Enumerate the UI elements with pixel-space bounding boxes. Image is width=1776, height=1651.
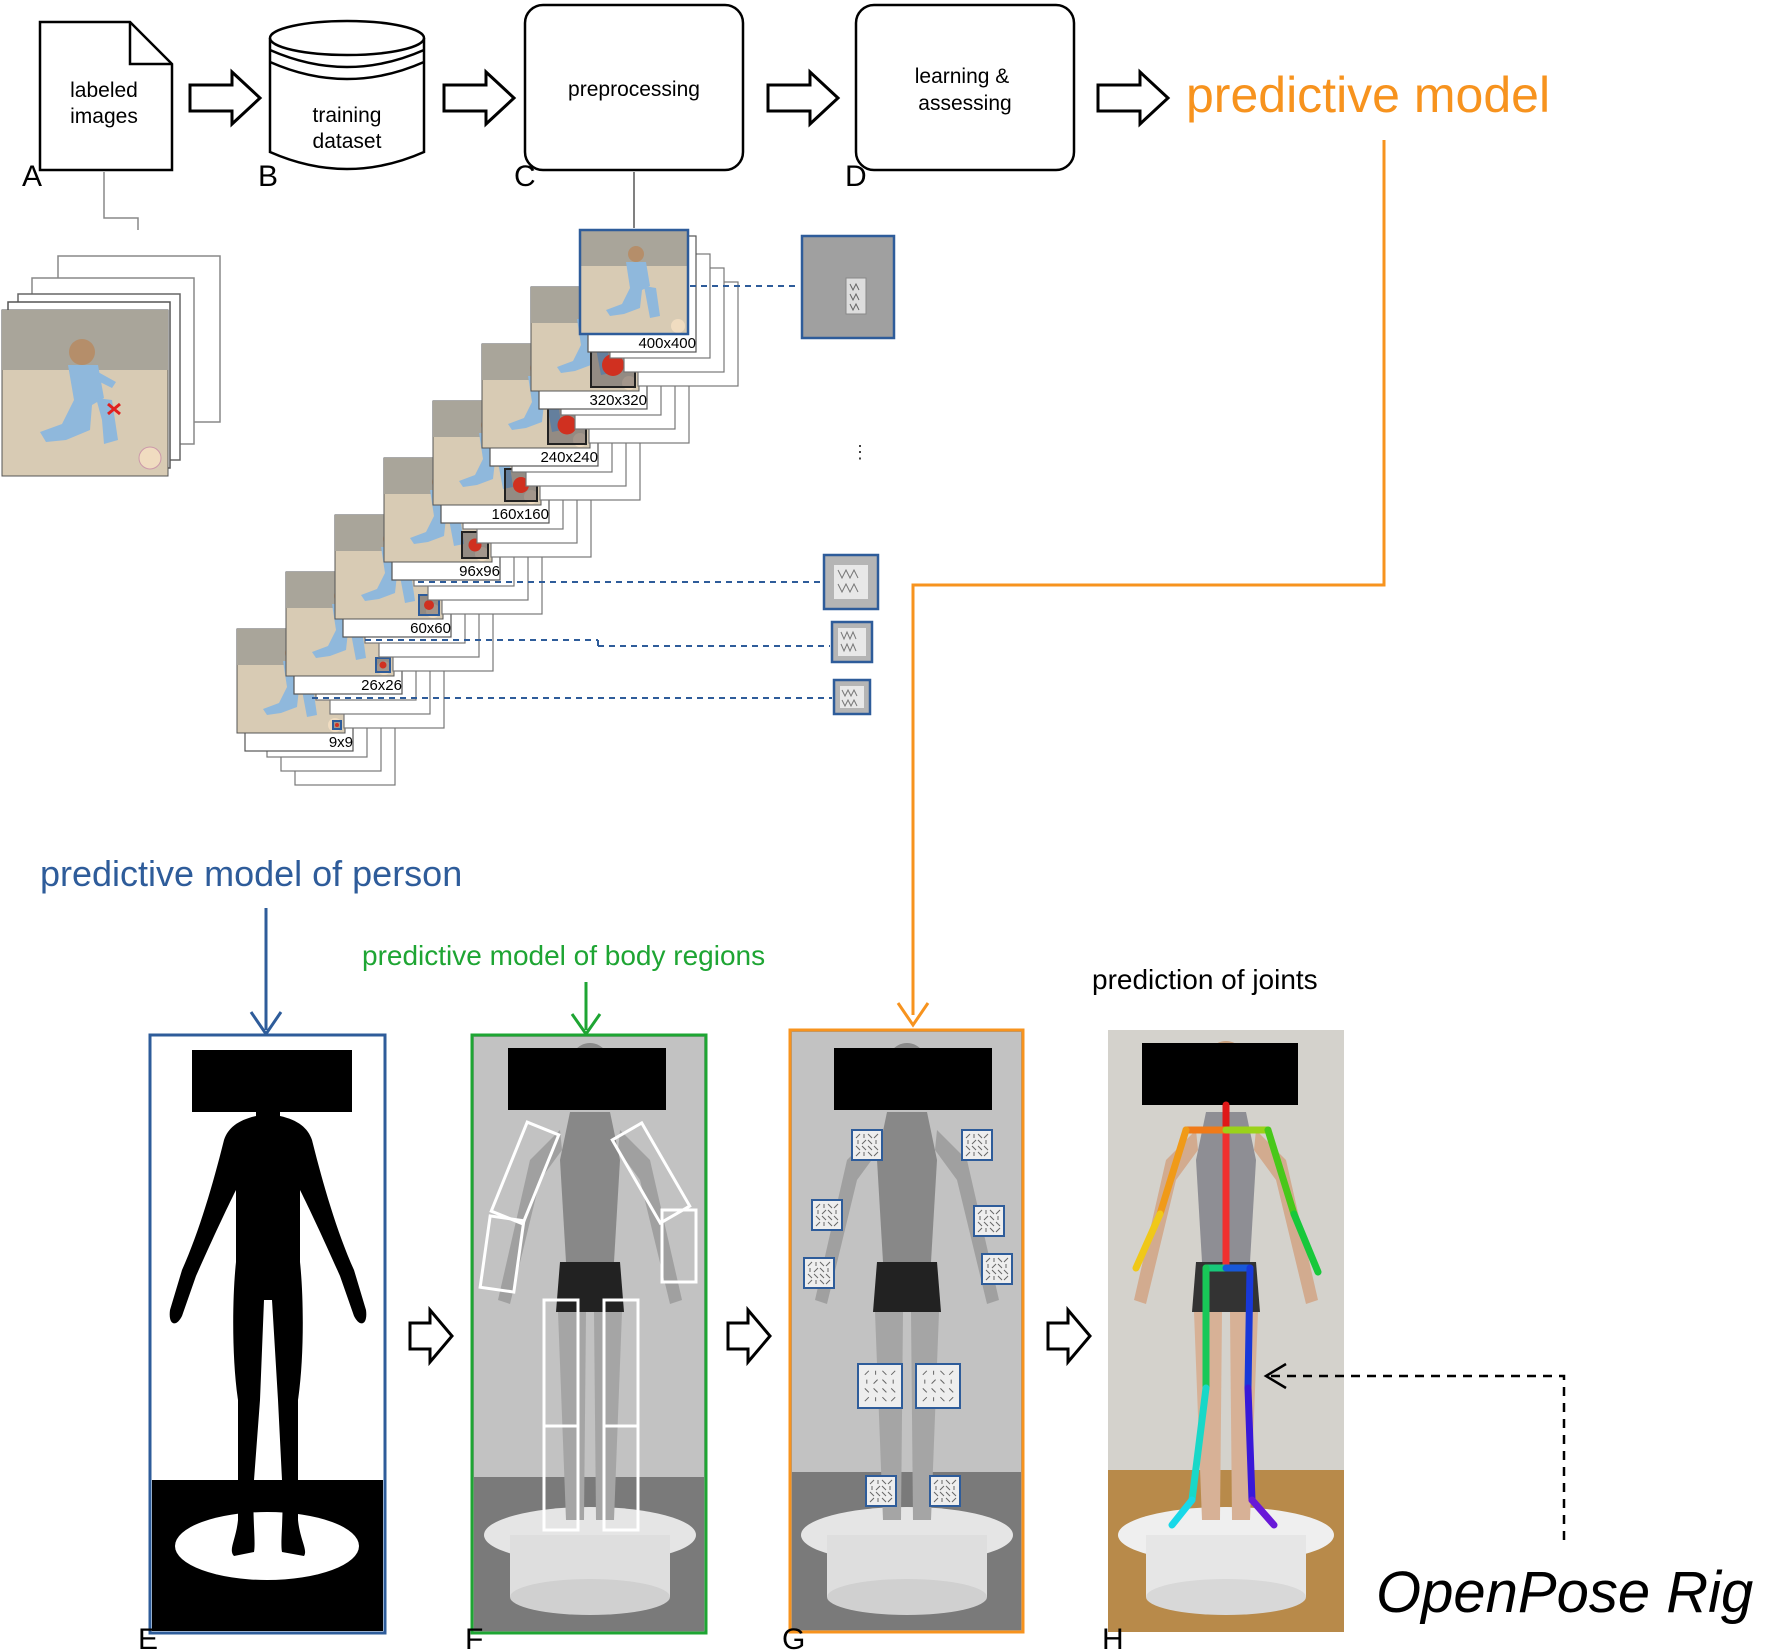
- labeled-images-line1: labeled: [70, 79, 138, 102]
- preprocessing-node: preprocessing C: [514, 3, 745, 193]
- learning-node: learning & assessing D: [845, 3, 1076, 193]
- joints-title: prediction of joints: [1092, 964, 1318, 995]
- hollow-arrow-ef: [408, 1305, 454, 1367]
- hollow-arrow-fg: [726, 1305, 772, 1367]
- hog-patch: [929, 1475, 961, 1507]
- ellipsis: ⋮: [851, 442, 869, 462]
- label-b: B: [258, 160, 278, 193]
- scale-label: 400x400: [638, 335, 696, 352]
- training-dataset-line1: training: [313, 104, 382, 127]
- openpose-dashed-connector: [1270, 1374, 1566, 1540]
- g-patch-group: [803, 1129, 1013, 1507]
- hog-patch: [857, 1363, 903, 1409]
- scale-label: 60x60: [410, 620, 451, 637]
- predictive-model-title: predictive model: [1186, 67, 1550, 123]
- panel-h-joints: H: [1102, 1030, 1344, 1651]
- feature-patch-60: [365, 620, 874, 664]
- labeled-images-line2: images: [70, 105, 138, 128]
- scale-label: 240x240: [540, 449, 598, 466]
- scale-label: 9x9: [329, 734, 353, 751]
- training-dataset-node: training dataset B: [258, 19, 426, 193]
- skeleton: [1132, 1101, 1322, 1529]
- hollow-arrow-ab: [188, 68, 263, 128]
- hog-patch: [973, 1205, 1005, 1237]
- hollow-arrow-bc: [442, 68, 517, 128]
- person-model-title: predictive model of person: [40, 853, 462, 894]
- person-silhouette: [169, 1050, 367, 1556]
- scale-layer: 400x400: [578, 228, 739, 387]
- openpose-label: OpenPose Rig: [1376, 1560, 1753, 1625]
- scale-label: 320x320: [589, 392, 647, 409]
- labeled-image-stack: [1, 172, 221, 477]
- label-h: H: [1102, 1623, 1124, 1651]
- feature-patch-400: [690, 234, 896, 340]
- hollow-arrow-cd: [766, 68, 841, 128]
- label-g: G: [782, 1623, 805, 1651]
- hog-patch: [851, 1129, 883, 1161]
- scale-label: 160x160: [491, 506, 549, 523]
- hog-patch: [961, 1129, 993, 1161]
- scale-label: 96x96: [459, 563, 500, 580]
- hollow-arrow-d-model: [1096, 68, 1171, 128]
- orange-connector: [911, 140, 1386, 1015]
- panel-e-silhouette: E: [138, 1033, 387, 1651]
- scale-pyramid: 9x9 26x26 60x60 96x96 160x160 240x240 320x320 4…: [236, 228, 739, 786]
- label-f: F: [465, 1623, 483, 1651]
- body-regions-title: predictive model of body regions: [362, 940, 765, 971]
- learning-line1: learning &: [915, 65, 1010, 88]
- training-dataset-line2: dataset: [313, 130, 382, 153]
- openpose-arrowhead: [1263, 1362, 1287, 1390]
- feature-patch-26: [312, 678, 872, 716]
- label-d: D: [845, 160, 867, 193]
- hog-patch: [803, 1257, 835, 1289]
- hollow-arrow-gh: [1046, 1305, 1092, 1367]
- orange-arrowhead: [896, 1002, 930, 1028]
- preprocessing-label: preprocessing: [568, 78, 700, 101]
- scale-label: 26x26: [361, 677, 402, 694]
- feature-patch-96: [418, 553, 880, 611]
- hog-patch: [865, 1475, 897, 1507]
- labeled-images-node: labeled images A: [22, 20, 174, 193]
- hog-patch: [915, 1363, 961, 1409]
- panel-g-feature-patches: G: [782, 1028, 1025, 1651]
- panel-f-body-regions: F: [465, 1033, 708, 1651]
- label-c: C: [514, 160, 536, 193]
- hog-patch: [811, 1199, 843, 1231]
- learning-line2: assessing: [918, 92, 1011, 115]
- label-a: A: [22, 160, 42, 193]
- label-e: E: [138, 1623, 158, 1651]
- hog-patch: [981, 1253, 1013, 1285]
